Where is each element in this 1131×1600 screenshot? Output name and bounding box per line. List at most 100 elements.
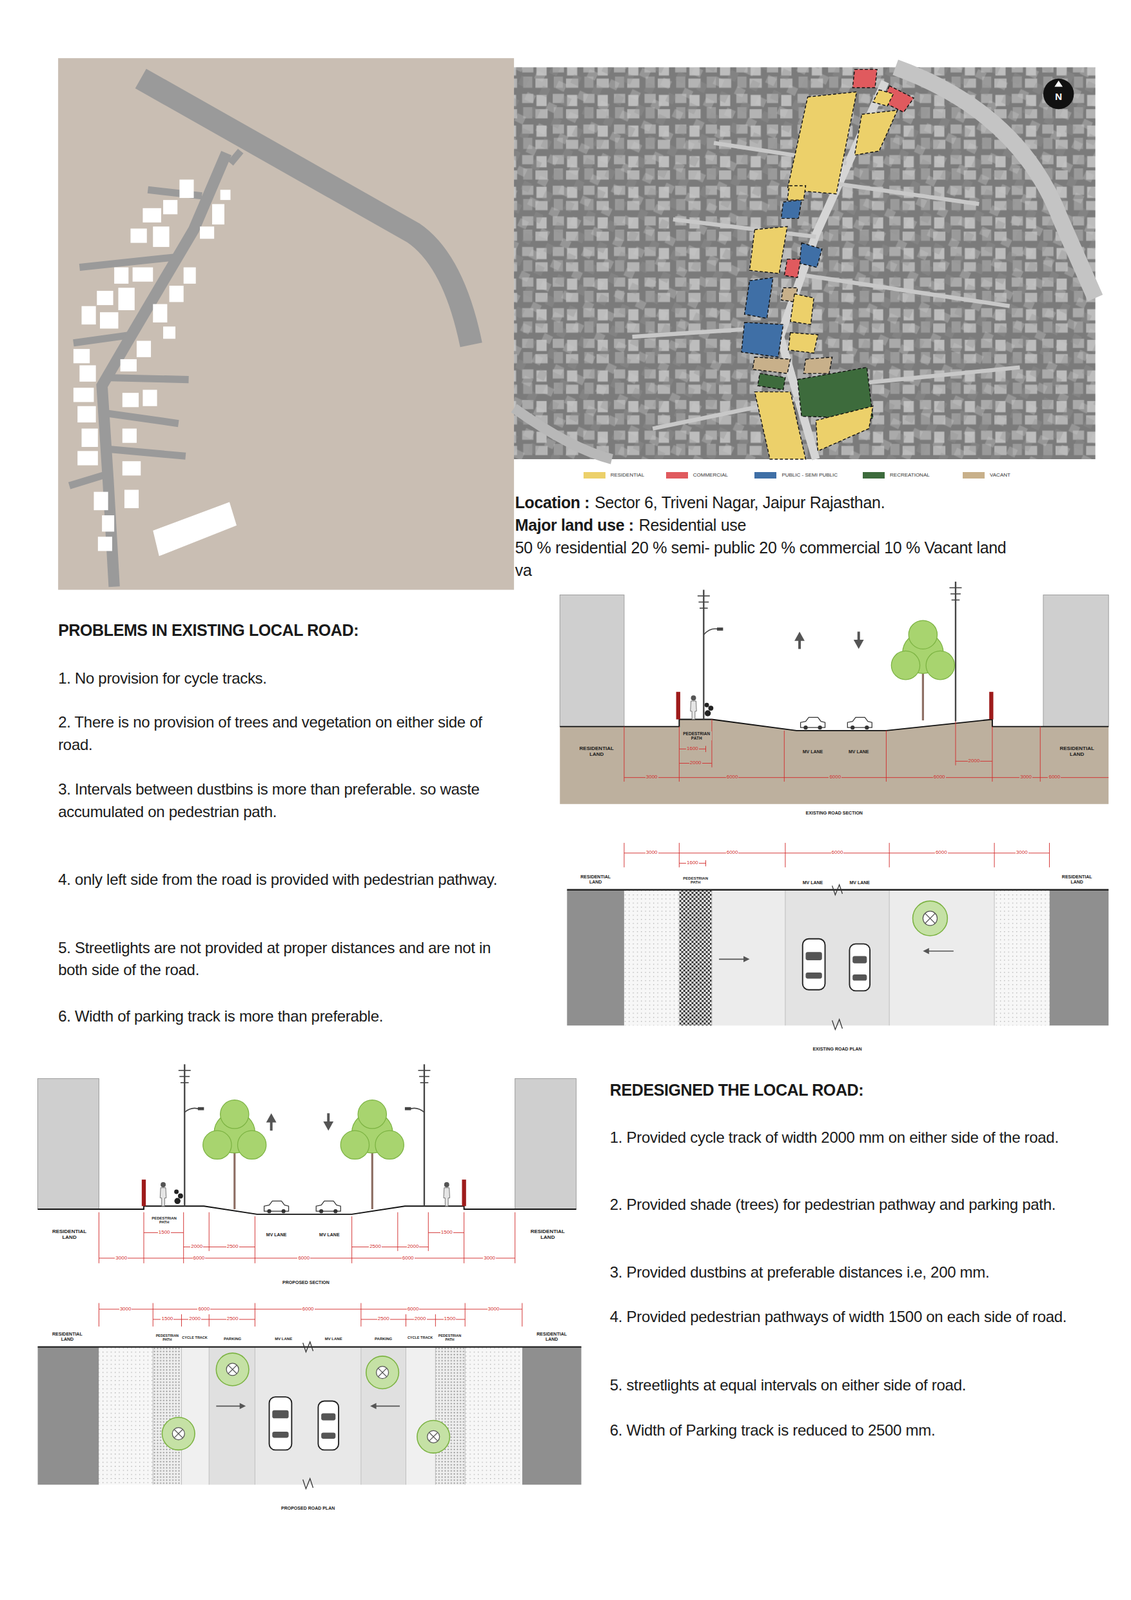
site-map — [230, 150, 241, 164]
site-map — [212, 203, 225, 225]
aerial-photo — [787, 91, 857, 194]
aerial-photo — [1043, 78, 1074, 109]
aerial-photo — [790, 294, 814, 325]
proposed-plan — [360, 1303, 362, 1327]
proposed-plan — [216, 1352, 249, 1386]
dimension-label: RESIDENTIAL LAND — [527, 1229, 568, 1241]
existing-plan — [913, 900, 948, 936]
site-map — [101, 515, 115, 532]
proposed-plan — [228, 1365, 237, 1374]
existing-plan — [832, 1019, 843, 1030]
existing-plan — [802, 938, 826, 990]
site-map — [152, 226, 169, 247]
dimension-label: RESIDENTIAL LAND — [575, 874, 616, 885]
proposed-plan — [464, 1347, 523, 1486]
existing-section — [817, 725, 822, 730]
existing-section — [891, 620, 955, 680]
proposed-section — [443, 1187, 450, 1206]
proposed-plan — [181, 1347, 182, 1486]
site-map — [136, 340, 151, 357]
existing-plan — [913, 900, 948, 936]
existing-section — [708, 705, 714, 711]
existing-section — [991, 726, 993, 782]
site-map — [58, 58, 514, 590]
dimension-label: 2500 — [377, 1316, 391, 1322]
proposed-plan — [429, 1432, 438, 1442]
proposed-section — [178, 1069, 191, 1072]
proposed-plan — [272, 1410, 289, 1419]
existing-plan — [927, 950, 954, 952]
dimension-label: 6000 — [934, 849, 948, 856]
dimension-label: MV LANE — [324, 1336, 344, 1342]
dimension-label: 6000 — [192, 1255, 206, 1262]
existing-section — [559, 581, 1109, 805]
aerial-photo — [513, 408, 612, 460]
proposed-section — [197, 1107, 204, 1111]
site-map — [118, 287, 135, 311]
body-text: 2. Provided shade (trees) for pedestrian… — [609, 1193, 1100, 1217]
proposed-plan — [161, 1417, 195, 1451]
existing-section — [954, 581, 957, 722]
proposed-section — [178, 1063, 431, 1206]
existing-section — [800, 717, 826, 730]
proposed-plan — [174, 1429, 183, 1438]
dimension-label: 6000 — [1047, 774, 1061, 781]
aerial-photo — [854, 110, 897, 156]
site-map — [73, 387, 95, 402]
proposed-plan — [417, 1420, 451, 1454]
existing-plan — [805, 951, 822, 961]
proposed-section — [160, 1181, 166, 1188]
site-map — [199, 226, 215, 239]
proposed-section — [515, 1078, 577, 1210]
dimension-label: 2500 — [226, 1243, 240, 1250]
existing-section — [794, 631, 805, 641]
existing-plan — [1049, 889, 1109, 1026]
aerial-photo — [757, 373, 786, 390]
existing-section — [705, 746, 707, 752]
proposed-plan — [269, 1396, 293, 1450]
body-text: 6. Width of parking track is more than p… — [58, 1005, 514, 1028]
proposed-section — [315, 1200, 341, 1213]
existing-plan — [925, 913, 936, 924]
site-map — [79, 364, 96, 382]
proposed-plan — [254, 1303, 256, 1327]
proposed-section — [159, 1187, 166, 1206]
aerial-photo — [836, 183, 979, 205]
existing-section — [850, 725, 855, 730]
existing-section — [891, 650, 920, 679]
proposed-section — [208, 1212, 210, 1251]
proposed-section — [444, 1181, 450, 1188]
dimension-label: 1600 — [686, 860, 699, 866]
site-map — [163, 326, 176, 339]
proposed-plan — [216, 1405, 241, 1407]
aerial-photo — [513, 67, 1096, 460]
existing-section — [864, 725, 869, 730]
proposed-section — [220, 1100, 249, 1129]
dimension-label: CYCLE TRACK — [406, 1335, 434, 1340]
aerial-photo — [805, 275, 1010, 306]
proposed-plan — [208, 1314, 210, 1327]
existing-plan — [849, 944, 870, 992]
proposed-section — [514, 1212, 516, 1264]
dimension-label: 3000 — [645, 849, 659, 856]
aerial-photo — [781, 199, 803, 218]
site-map — [73, 179, 237, 556]
existing-section — [954, 721, 956, 766]
dimension-label: PEDESTRIAN PATH — [150, 1216, 178, 1225]
existing-plan — [678, 889, 712, 1026]
proposed-section — [237, 1130, 267, 1159]
existing-section — [678, 726, 680, 782]
aerial-photo — [852, 69, 877, 88]
dimension-label: 6000 — [406, 1306, 420, 1313]
proposed-section — [333, 1209, 338, 1213]
dimension-label: 2000 — [188, 1316, 202, 1322]
aerial-photo — [741, 69, 914, 460]
dimension-label: 6000 — [933, 774, 946, 781]
site-map — [73, 348, 90, 364]
aerial-photo — [1054, 80, 1063, 87]
site-map — [122, 392, 139, 407]
aerial-photo — [788, 332, 819, 354]
proposed-plan — [435, 1347, 436, 1486]
proposed-plan — [317, 1400, 339, 1450]
